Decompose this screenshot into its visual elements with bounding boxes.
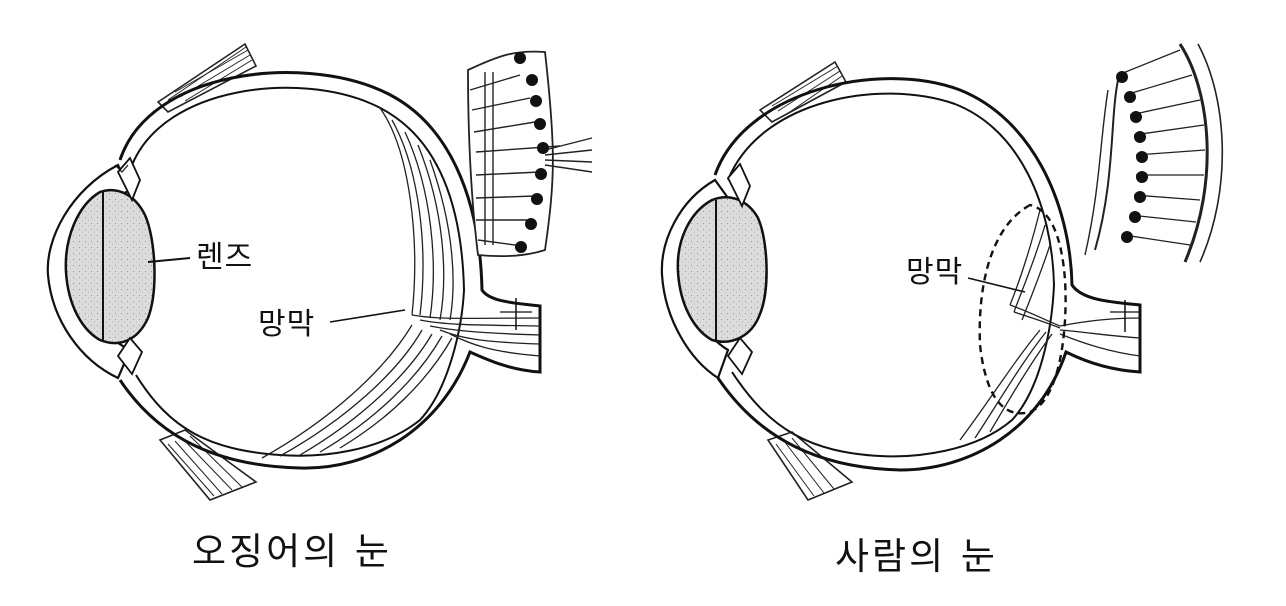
human-eye: [660, 43, 1224, 501]
squid-eye-caption: 오징어의 눈: [192, 530, 392, 573]
human-retina-pointer: [967, 277, 1026, 293]
lens-label: 렌즈: [196, 240, 254, 275]
human-retina-inset: [1084, 43, 1224, 263]
squid-eyeball-outer: [118, 71, 542, 470]
squid-eyeball-inner: [131, 86, 466, 457]
human-photoreceptor-cells: [1116, 71, 1148, 243]
human-eye-caption: 사람의 눈: [835, 535, 998, 578]
human-upper-muscle: [758, 60, 848, 123]
squid-retina-pointer: [329, 309, 406, 323]
squid-lens-pointer: [147, 257, 191, 263]
human-retina-fibres: [959, 209, 1141, 441]
squid-retina-fibres: [261, 107, 541, 459]
squid-lens: [64, 189, 156, 345]
human-eyeball-inner: [727, 92, 1056, 458]
human-eyeball-outer: [713, 77, 1142, 472]
squid-lower-muscle: [158, 429, 258, 501]
human-retina-dashed-outline: [978, 203, 1067, 415]
squid-retina-label: 망막: [258, 307, 316, 342]
human-lower-muscle: [766, 431, 854, 501]
human-lens: [676, 196, 768, 343]
squid-photoreceptor-cells: [514, 52, 549, 253]
squid-eye: [46, 42, 593, 501]
human-retina-label: 망막: [906, 255, 964, 290]
